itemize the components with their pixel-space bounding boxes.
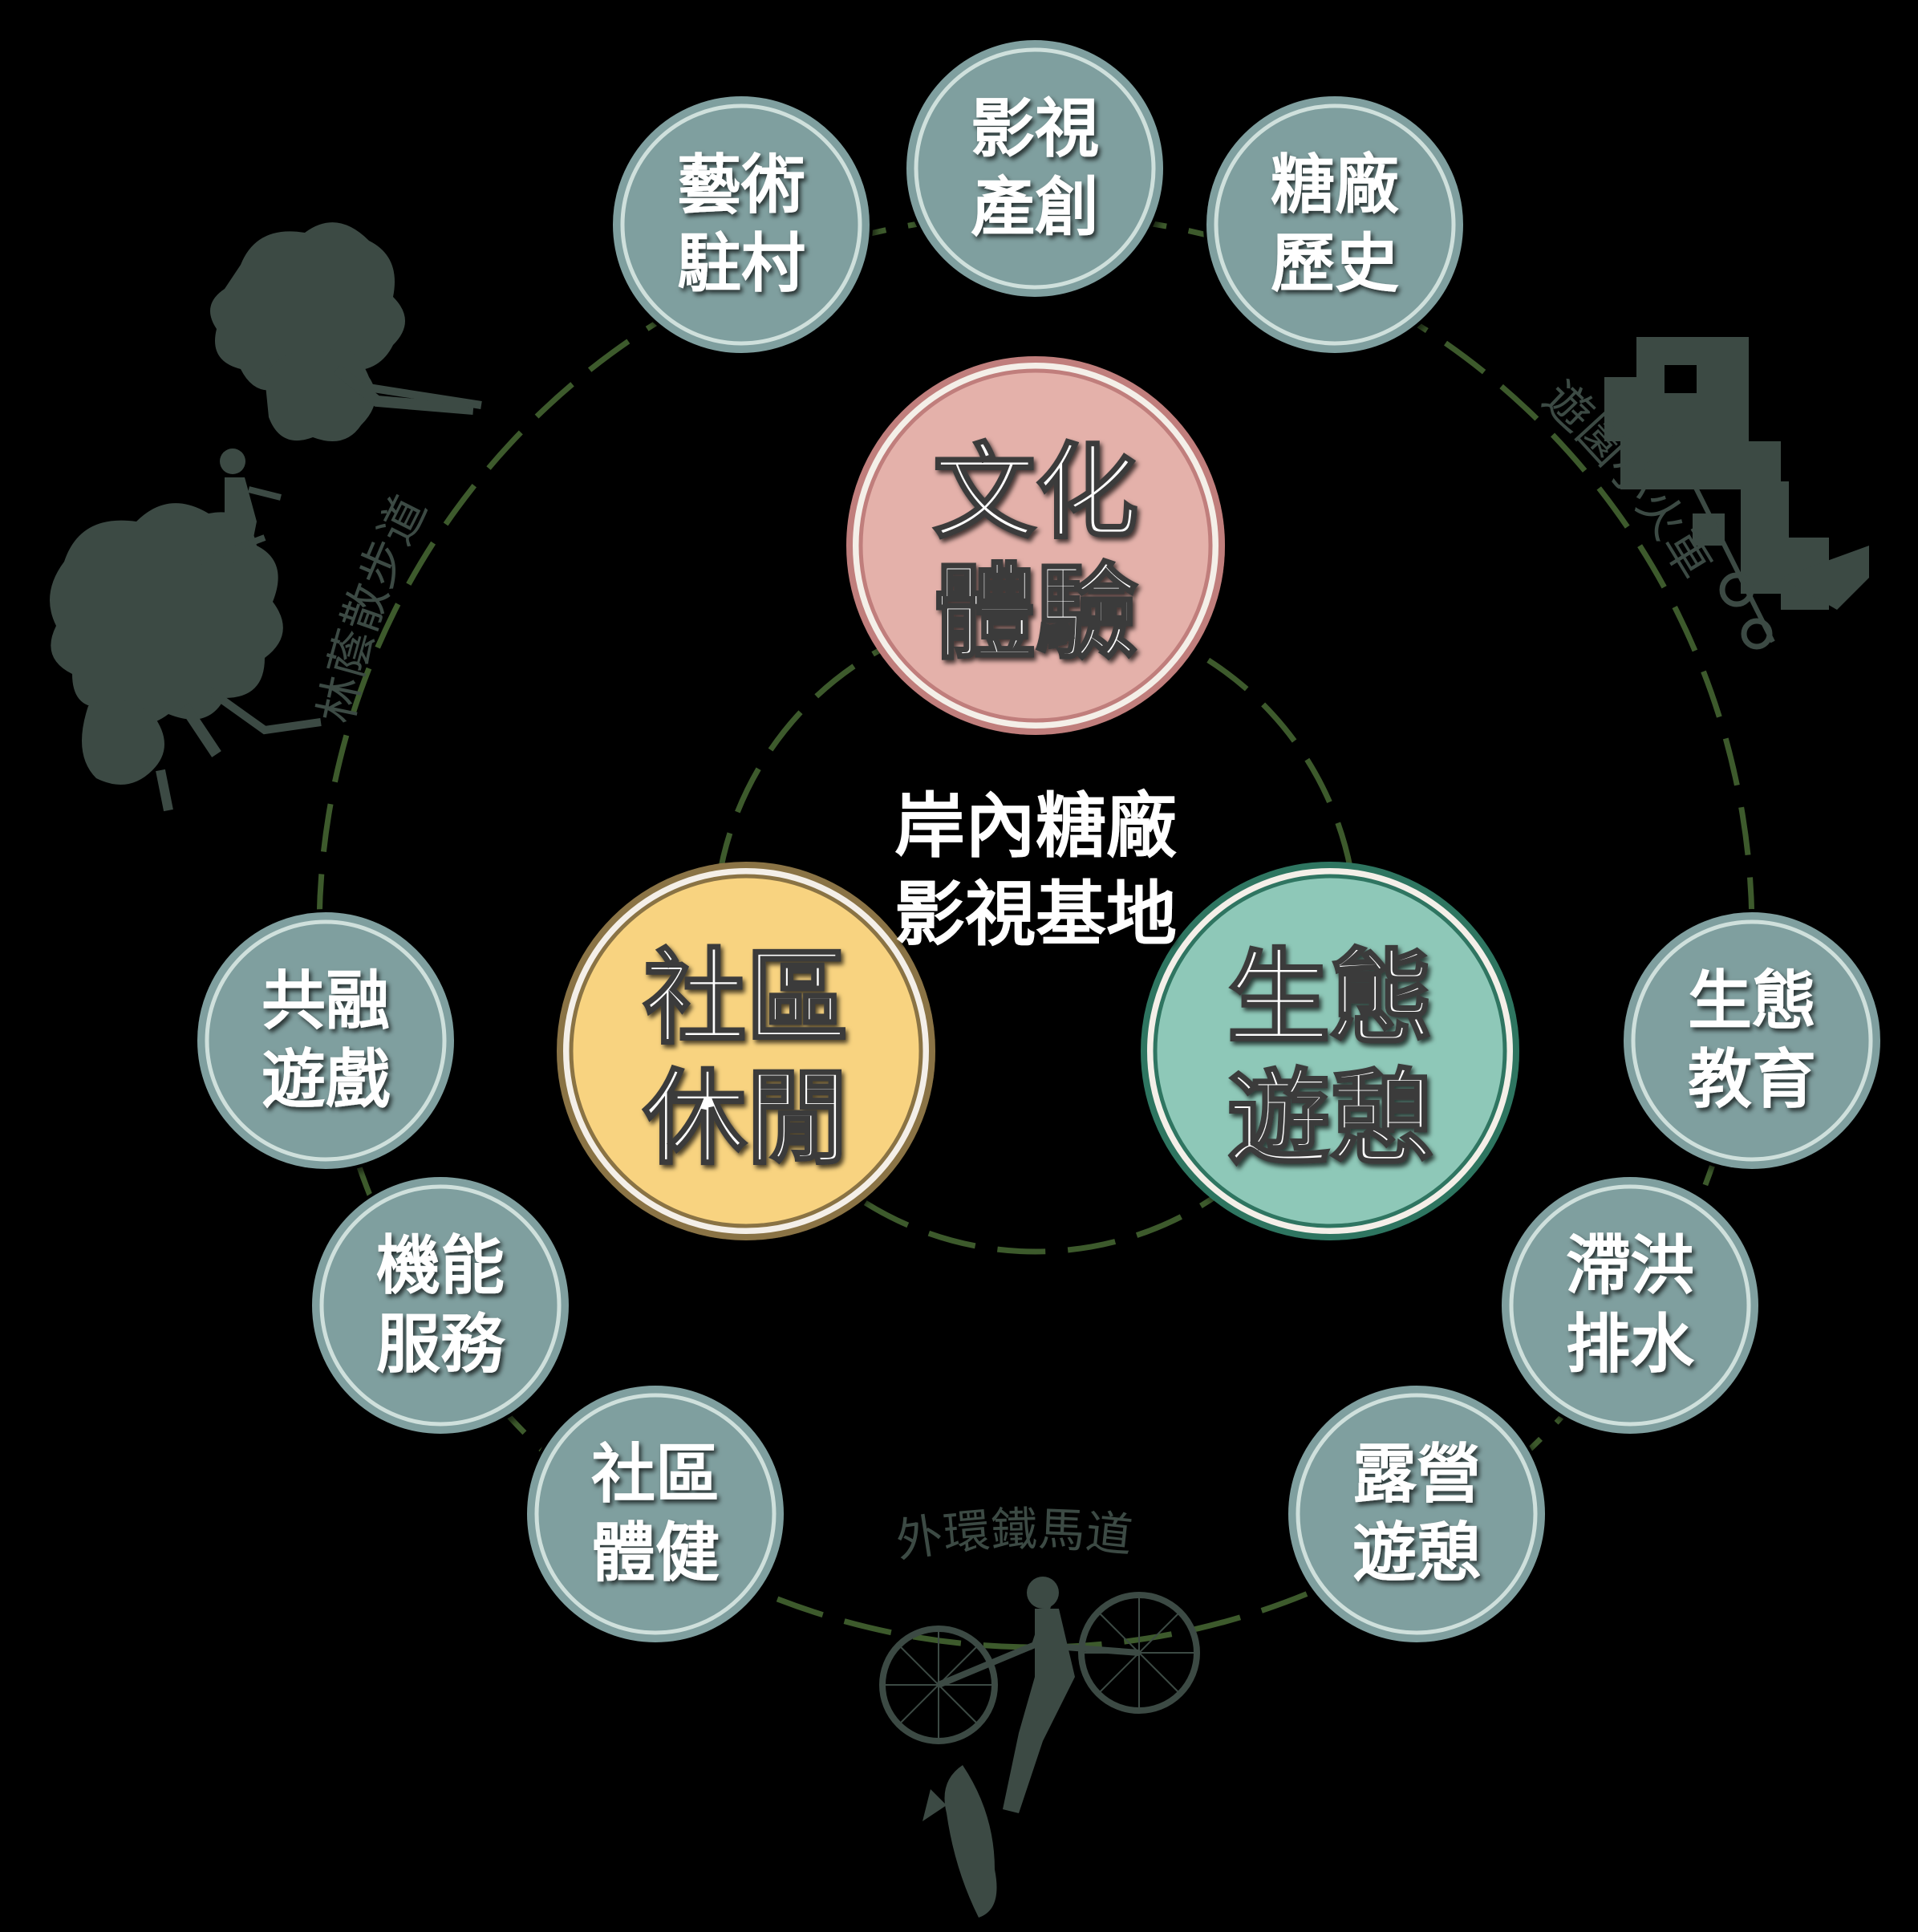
hub-circle bbox=[569, 874, 923, 1228]
bike-lane-label: 外環鐵馬道 bbox=[892, 1502, 1135, 1569]
node-label: 駐村 bbox=[677, 226, 805, 301]
node-label: 影視 bbox=[971, 91, 1099, 166]
node-label: 露營 bbox=[1352, 1437, 1481, 1512]
hub-label: 休閒 bbox=[643, 1059, 849, 1179]
node-circle bbox=[1620, 909, 1884, 1172]
node-label: 產創 bbox=[971, 170, 1099, 245]
steam-train-icon bbox=[1604, 337, 1869, 650]
center-label: 岸內糖廠 影視基地 bbox=[894, 785, 1177, 956]
node-circle bbox=[903, 37, 1166, 300]
center-label-line-1: 岸內糖廠 bbox=[894, 785, 1177, 867]
node-ring bbox=[319, 1184, 562, 1427]
node-ring bbox=[1214, 104, 1456, 346]
node-label: 體健 bbox=[591, 1516, 720, 1590]
hub-label: 遊憩 bbox=[1227, 1059, 1433, 1179]
hub-circle bbox=[1153, 874, 1507, 1228]
node-circle bbox=[309, 1174, 572, 1437]
node-circle bbox=[610, 93, 873, 356]
node-label: 遊戲 bbox=[262, 1042, 390, 1117]
node-label: 歷史 bbox=[1271, 226, 1399, 301]
hub-label: 文化 bbox=[933, 433, 1138, 553]
node-circle bbox=[1285, 1382, 1548, 1646]
node-ring bbox=[620, 104, 862, 346]
node-ring bbox=[205, 919, 447, 1162]
hub-label: 社區 bbox=[643, 939, 849, 1058]
node-label: 糖廠 bbox=[1271, 148, 1399, 222]
node-label: 服務 bbox=[376, 1307, 506, 1382]
node-label: 藝術 bbox=[677, 148, 805, 222]
hub-label: 生態 bbox=[1227, 939, 1433, 1058]
hub-circle bbox=[858, 368, 1213, 723]
node-label: 排水 bbox=[1566, 1307, 1695, 1382]
node-ring bbox=[1296, 1393, 1538, 1635]
tree-walker-icon bbox=[50, 222, 482, 812]
center-label-line-2: 影視基地 bbox=[894, 873, 1177, 956]
forest-trail-label: 林蔭散步道 bbox=[309, 487, 437, 728]
node-ring bbox=[534, 1393, 777, 1635]
node-label: 機能 bbox=[376, 1228, 505, 1303]
node-circle bbox=[1203, 93, 1466, 356]
node-label: 遊憩 bbox=[1352, 1516, 1481, 1590]
node-circle bbox=[524, 1382, 787, 1646]
node-label: 共融 bbox=[262, 964, 390, 1038]
node-ring bbox=[1509, 1184, 1751, 1427]
outer-nodes: 藝術駐村影視產創糖廠歷史生態教育滯洪排水露營遊憩社區體健機能服務共融遊戲 bbox=[194, 37, 1884, 1646]
node-label: 滯洪 bbox=[1566, 1228, 1694, 1303]
node-ring bbox=[1631, 919, 1873, 1162]
node-label: 生態 bbox=[1688, 964, 1816, 1038]
cyclist-icon bbox=[879, 1577, 1200, 1918]
node-ring bbox=[914, 47, 1156, 290]
node-circle bbox=[1498, 1174, 1762, 1437]
node-label: 社區 bbox=[591, 1437, 720, 1512]
hub-label: 體驗 bbox=[933, 554, 1138, 673]
node-circle bbox=[194, 909, 457, 1172]
node-label: 教育 bbox=[1688, 1042, 1816, 1117]
